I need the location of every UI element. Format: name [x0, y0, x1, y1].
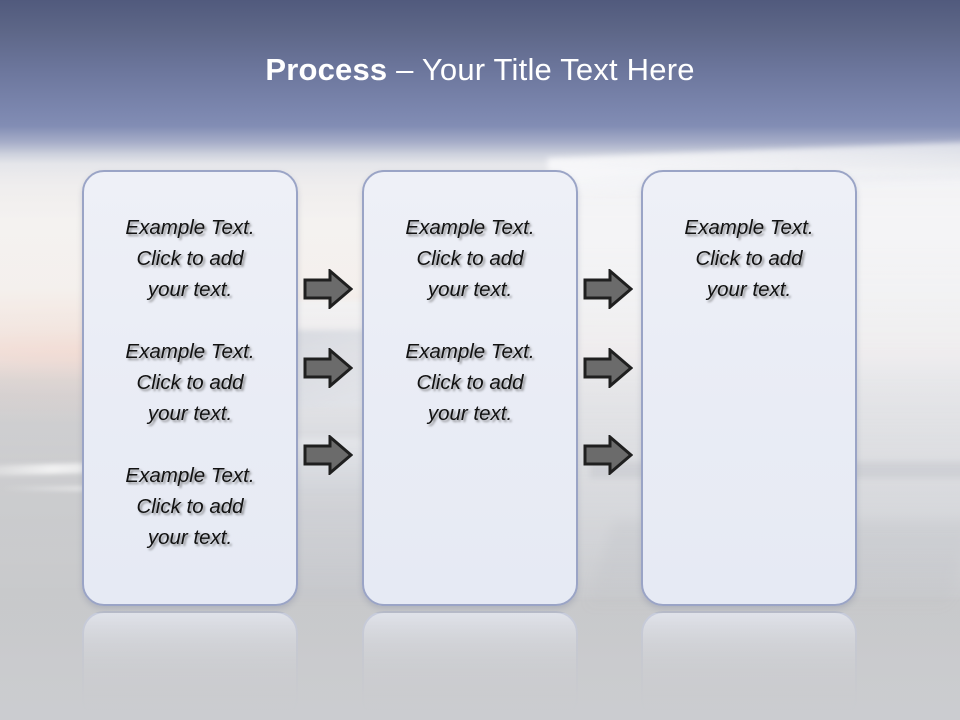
process-box-3-text-1[interactable]: Example Text. Click to add your text.	[684, 216, 814, 301]
right-arrow-icon-b2[interactable]	[583, 348, 633, 388]
right-arrow-icon-b3[interactable]	[583, 435, 633, 475]
process-box-1-reflection	[82, 611, 298, 720]
process-box-1[interactable]: Example Text. Click to add your text. Ex…	[82, 170, 298, 606]
right-arrow-icon-b1[interactable]	[583, 269, 633, 309]
process-box-1-text-1[interactable]: Example Text. Click to add your text.	[125, 216, 255, 301]
process-box-2-text-2[interactable]: Example Text. Click to add your text.	[405, 340, 535, 425]
process-box-1-text-3[interactable]: Example Text. Click to add your text.	[125, 464, 255, 549]
process-box-2-text-1[interactable]: Example Text. Click to add your text.	[405, 216, 535, 301]
process-box-3[interactable]: Example Text. Click to add your text.	[641, 170, 857, 606]
right-arrow-icon-a1[interactable]	[303, 269, 353, 309]
slide-title: Process – Your Title Text Here	[0, 50, 960, 90]
process-box-3-reflection	[641, 611, 857, 720]
slide-title-bold: Process	[265, 52, 388, 87]
right-arrow-icon-a3[interactable]	[303, 435, 353, 475]
process-box-2[interactable]: Example Text. Click to add your text. Ex…	[362, 170, 578, 606]
slide-title-rest: – Your Title Text Here	[387, 52, 695, 87]
right-arrow-icon-a2[interactable]	[303, 348, 353, 388]
process-box-1-text-2[interactable]: Example Text. Click to add your text.	[125, 340, 255, 425]
process-box-2-reflection	[362, 611, 578, 720]
